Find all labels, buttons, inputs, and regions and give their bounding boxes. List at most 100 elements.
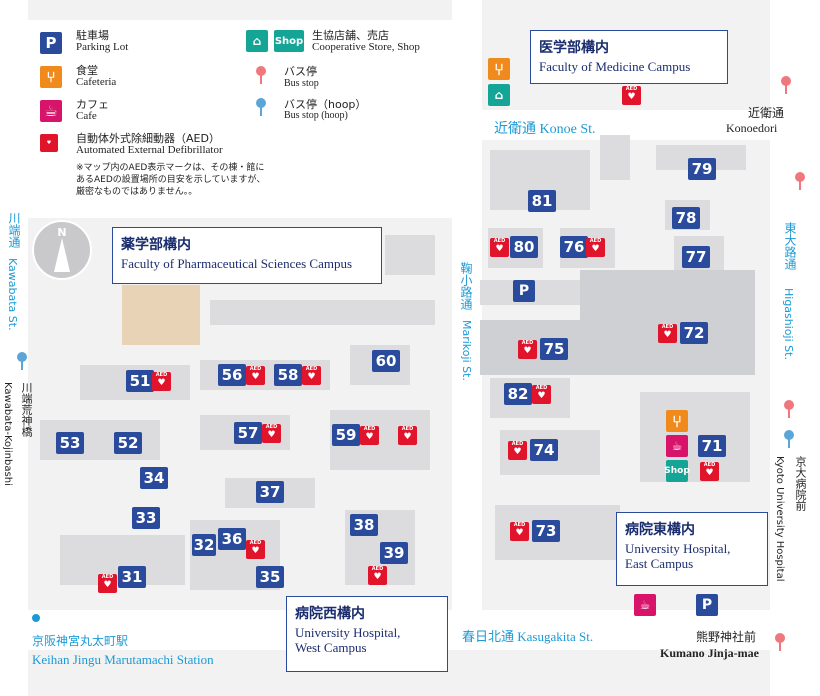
- legend-cafeteria-en: Cafeteria: [76, 76, 117, 88]
- bus-stop-hoop-hospital: [784, 430, 794, 448]
- bus-stop-icon: [256, 66, 266, 84]
- konoe-street-label: 近衛通 Konoe St.: [494, 122, 596, 137]
- building-51: 51: [126, 370, 154, 392]
- marikoji-street: [452, 0, 482, 620]
- building-73: 73: [532, 520, 560, 542]
- building-80: 80: [510, 236, 538, 258]
- aed-icon: AED♥: [700, 462, 719, 481]
- building-34: 34: [140, 467, 168, 489]
- kasugakita-street-label: 春日北通 Kasugakita St.: [462, 629, 594, 644]
- legend-bus-jp: バス停: [284, 65, 317, 78]
- building-76: 76: [560, 236, 588, 258]
- bus-stop-hoop-kojinbashi: [17, 352, 27, 370]
- medicine-campus-label: 医学部構内 Faculty of Medicine Campus: [530, 30, 728, 84]
- building-78: 78: [672, 207, 700, 229]
- store-icon: ⌂: [488, 84, 510, 106]
- east-campus-jp: 病院東構内: [625, 522, 695, 538]
- aed-icon: AED♥: [360, 426, 379, 445]
- store-icon: ⌂: [246, 30, 268, 52]
- kojinbashi-en: Kawabata-Kojinbashi: [2, 382, 13, 486]
- bus-stop-konoedori: [781, 76, 791, 94]
- legend-bushoop-jp: バス停（hoop）: [284, 98, 367, 111]
- bus-stop-hospital: [784, 400, 794, 418]
- compass-needle-icon: [54, 238, 70, 272]
- aed-icon: AED♥: [490, 238, 509, 257]
- legend: P 駐車場 Parking Lot ⑂ 食堂 Cafeteria ☕ カフェ C…: [28, 20, 456, 206]
- shop-icon: Shop: [274, 30, 304, 52]
- legend-bushoop-en: Bus stop (hoop): [284, 110, 348, 121]
- legend-aed-note1: ※マップ内のAED表示マークは、その棟・館に: [76, 163, 265, 173]
- building-58: 58: [274, 364, 302, 386]
- hospital-stop-jp: 京大病院前: [794, 456, 807, 511]
- legend-bus-en: Bus stop: [284, 78, 319, 89]
- aed-icon: AED♥: [532, 385, 551, 404]
- aed-icon: AED♥: [368, 566, 387, 585]
- aed-icon: AED♥: [246, 540, 265, 559]
- aed-icon: AED♥: [622, 86, 641, 105]
- aed-icon: AED♥: [398, 426, 417, 445]
- building-77: 77: [682, 246, 710, 268]
- aed-icon: AED♥: [508, 441, 527, 460]
- bus-stop-east-1: [795, 172, 805, 190]
- aed-icon: AED♥: [262, 424, 281, 443]
- east-campus-en2: East Campus: [625, 556, 694, 571]
- building-56: 56: [218, 364, 246, 386]
- west-campus-en2: West Campus: [295, 640, 367, 655]
- pharma-campus-jp: 薬学部構内: [121, 237, 191, 253]
- west-campus-label: 病院西構内 University Hospital, West Campus: [286, 596, 448, 672]
- legend-parking-en: Parking Lot: [76, 41, 129, 53]
- east-campus-en1: University Hospital,: [625, 541, 731, 556]
- konoedori-en: Konoedori: [726, 121, 778, 135]
- bldg-shape: [385, 235, 435, 275]
- building-37: 37: [256, 481, 284, 503]
- shop-icon: Shop: [664, 460, 690, 482]
- building-72: 72: [680, 322, 708, 344]
- legend-aed-note2: あるAEDの設置場所の目安を示していますが、: [76, 175, 266, 185]
- legend-aed-en: Automated External Defibrillator: [76, 144, 223, 156]
- aed-icon: AED♥: [510, 522, 529, 541]
- bus-stop-hoop-icon: [256, 98, 266, 116]
- station-en: Keihan Jingu Marutamachi Station: [32, 652, 214, 667]
- medicine-campus-en: Faculty of Medicine Campus: [539, 59, 691, 74]
- aed-icon: AED♥: [246, 366, 265, 385]
- building-74: 74: [530, 439, 558, 461]
- building-75: 75: [540, 338, 568, 360]
- bldg-shape: [210, 300, 435, 325]
- cafe-icon: ☕: [666, 435, 688, 457]
- aed-icon: AED♥: [518, 340, 537, 359]
- building-35: 35: [256, 566, 284, 588]
- cafeteria-icon: ⑂: [40, 66, 62, 88]
- aed-icon: AED♥: [302, 366, 321, 385]
- kawabata-street-label-en: Kawabata St.: [6, 258, 19, 331]
- bus-stop-kumano: [775, 633, 785, 651]
- building-53: 53: [56, 432, 84, 454]
- bldg-shape: [600, 135, 630, 180]
- cafe-icon: ☕: [634, 594, 656, 616]
- marikoji-street-label-jp: 鞠小路通: [459, 262, 473, 310]
- pharma-campus-en: Faculty of Pharmaceutical Sciences Campu…: [121, 256, 353, 271]
- kumano-en: Kumano Jinja-mae: [660, 646, 759, 660]
- medicine-campus-jp: 医学部構内: [539, 40, 609, 56]
- kumano-jp: 熊野神社前: [696, 630, 757, 644]
- parking-icon: P: [513, 280, 535, 302]
- higashioji-street-label-en: Higashioji St.: [782, 288, 795, 360]
- station-dot-icon: [32, 614, 40, 622]
- aed-icon: AED♥: [586, 238, 605, 257]
- building-79: 79: [688, 158, 716, 180]
- building-59: 59: [332, 424, 360, 446]
- bldg-shape: [640, 392, 750, 482]
- konoedori-jp: 近衛通: [748, 106, 785, 120]
- legend-cafe-jp: カフェ: [76, 98, 109, 111]
- aed-icon: AED♥: [152, 372, 171, 391]
- compass-north: N: [57, 226, 67, 239]
- building-52: 52: [114, 432, 142, 454]
- field: [122, 285, 200, 345]
- building-36: 36: [218, 528, 246, 550]
- west-campus-jp: 病院西構内: [295, 606, 365, 622]
- higashioji-street-label-jp: 東大路通: [783, 222, 797, 270]
- building-60: 60: [372, 350, 400, 372]
- aed-icon: AED♥: [98, 574, 117, 593]
- konoe-street: [455, 110, 820, 140]
- building-33: 33: [132, 507, 160, 529]
